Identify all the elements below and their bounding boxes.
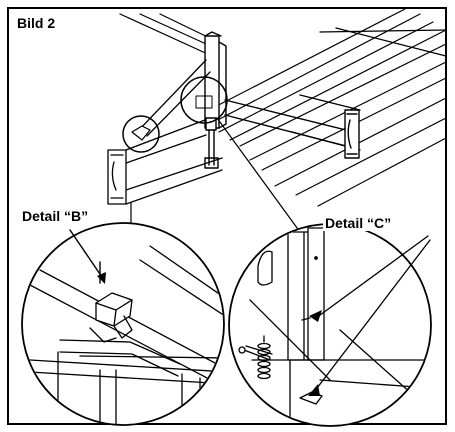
- detail-b-label-leader: [69, 229, 105, 281]
- detail-c-arrowhead-lower: [308, 384, 320, 396]
- detail-b-view: [21, 222, 225, 426]
- top-rail-beams: [204, 8, 447, 207]
- detail-c-arrowhead-upper: [309, 310, 322, 322]
- figure-frame: [7, 7, 447, 425]
- detail-c-leader: [216, 117, 301, 233]
- figure-title: Bild 2: [14, 15, 59, 31]
- lower-left-beam: [107, 119, 223, 205]
- detail-b-label: Detail “B”: [20, 208, 91, 224]
- diagonal-brace: [136, 59, 211, 137]
- detail-c-label: Detail “C”: [323, 215, 394, 231]
- spring: [257, 335, 271, 380]
- detail-c-leader-lower: [313, 239, 431, 393]
- detail-b-callout-circle: [122, 115, 160, 153]
- detail-c-callout-circle: [180, 76, 228, 124]
- horizontal-bars: [119, 13, 219, 57]
- vertical-post: [204, 31, 227, 169]
- detail-c-view: [228, 223, 432, 427]
- detail-b-arrowhead: [97, 272, 106, 284]
- detail-c-leader-upper: [315, 235, 429, 319]
- long-beam: [224, 94, 361, 159]
